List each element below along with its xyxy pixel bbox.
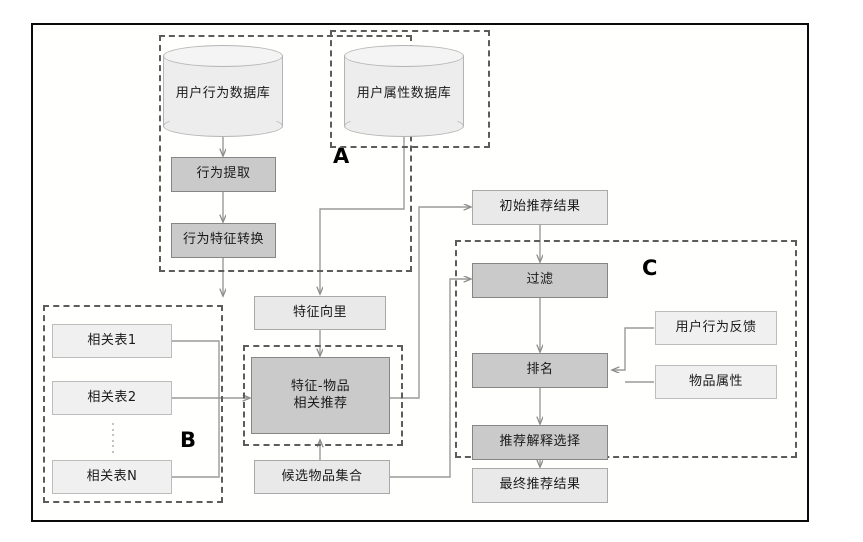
cylinder-top xyxy=(163,45,283,67)
filter-node[interactable]: 过滤 xyxy=(472,263,608,298)
cylinder-top xyxy=(344,45,464,67)
user-behavior-db: 用户行为数据库 xyxy=(163,45,283,137)
group-a-boundary xyxy=(159,35,412,272)
ranking-node[interactable]: 排名 xyxy=(472,353,608,388)
related-table-n-node[interactable]: 相关表N xyxy=(52,460,172,494)
related-table-1-node[interactable]: 相关表1 xyxy=(52,324,172,358)
group-recommend-boundary xyxy=(243,345,403,446)
item-attribute-node[interactable]: 物品属性 xyxy=(655,365,777,399)
user-behavior-feedback-node[interactable]: 用户行为反馈 xyxy=(655,311,777,345)
wire-candidate-to-filter xyxy=(390,279,471,478)
group-a-label: A xyxy=(333,144,350,168)
feature-vector-node[interactable]: 特征向里 xyxy=(254,296,386,330)
related-table-2-node[interactable]: 相关表2 xyxy=(52,381,172,415)
group-c-label: C xyxy=(642,256,658,280)
feature-item-recommend-node[interactable]: 特征-物品 相关推荐 xyxy=(251,357,390,434)
final-recommend-result-node[interactable]: 最终推荐结果 xyxy=(472,468,608,503)
behavior-extraction-node[interactable]: 行为提取 xyxy=(171,157,276,192)
initial-recommend-result-node[interactable]: 初始推荐结果 xyxy=(472,190,608,225)
wire-table1-to-recommend xyxy=(172,340,250,398)
wire-attrdb-to-featurevector xyxy=(320,137,405,294)
feature-item-recommend-line1: 特征-物品 xyxy=(290,379,351,395)
wire-feedback-to-ranking xyxy=(612,327,654,370)
feature-item-recommend-line2: 相关推荐 xyxy=(293,395,348,411)
ellipsis-vertical xyxy=(111,423,114,453)
recommend-explain-select-node[interactable]: 推荐解释选择 xyxy=(472,425,608,460)
candidate-item-set-node[interactable]: 候选物品集合 xyxy=(254,460,390,494)
group-user-attribute-boundary xyxy=(330,30,490,148)
user-attribute-db: 用户属性数据库 xyxy=(344,45,464,137)
user-behavior-db-label: 用户行为数据库 xyxy=(175,85,271,101)
wire-recommend-to-initialresult xyxy=(390,207,471,399)
group-b-boundary xyxy=(43,305,223,503)
behavior-feature-transform-node[interactable]: 行为特征转换 xyxy=(171,223,276,258)
wire-tablen-to-merge xyxy=(172,398,220,478)
cylinder-bottom xyxy=(163,115,283,137)
cylinder-bottom xyxy=(344,115,464,137)
group-c-boundary xyxy=(455,240,797,458)
group-b-label: B xyxy=(180,428,197,452)
user-attribute-db-label: 用户属性数据库 xyxy=(356,85,452,101)
